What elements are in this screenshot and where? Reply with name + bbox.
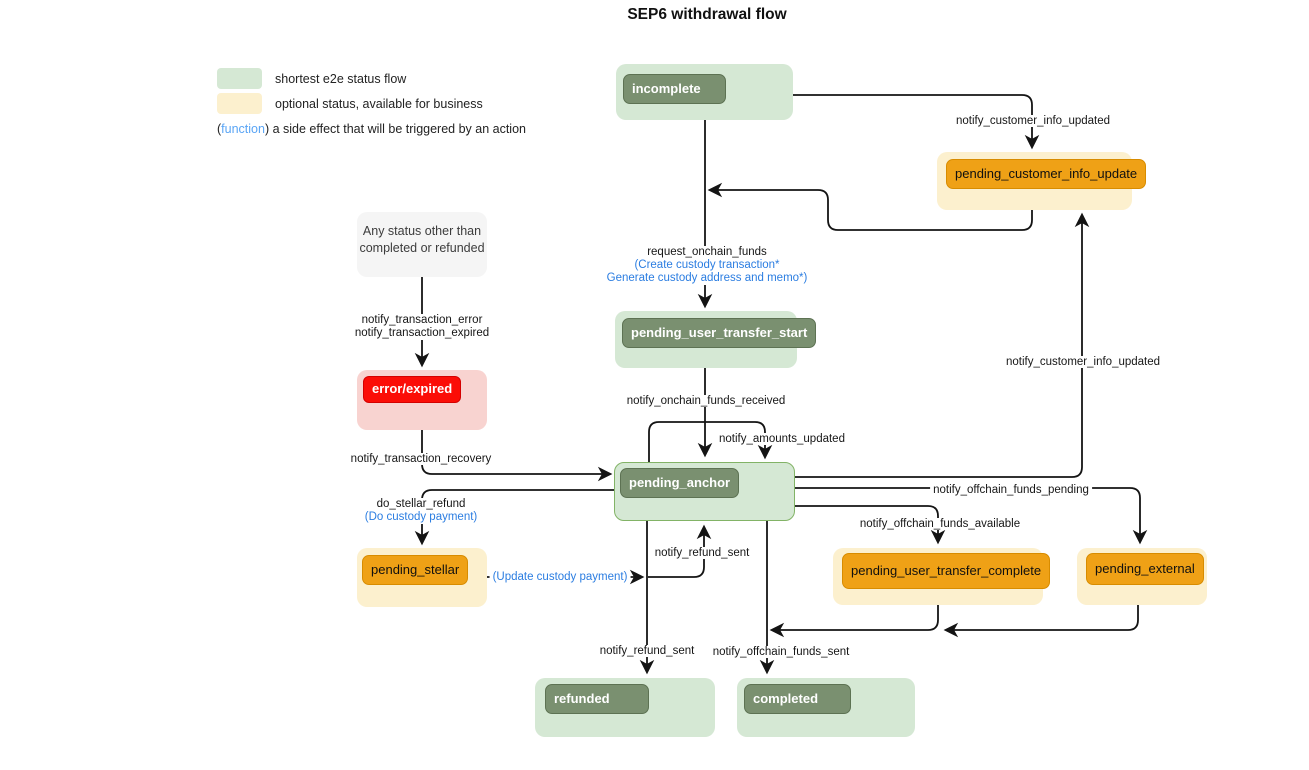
edge-notify-refund-sent-up <box>648 524 712 578</box>
node-pending-stellar: pending_stellar <box>357 548 487 607</box>
edge-notify-amounts-updated-selfloop <box>648 421 773 462</box>
edge-pending-anchor-to-putc <box>795 505 946 545</box>
node-incomplete: incomplete <box>616 64 793 120</box>
edge-label-request-onchain-funds: request_onchain_funds <box>603 246 811 259</box>
node-pending-customer-info-update-badge: pending_customer_info_update <box>946 159 1147 189</box>
edge-label-do-stellar-refund: do_stellar_refund <box>361 498 481 511</box>
any-status-note-text: Any status other than completed or refun… <box>357 223 487 257</box>
edge-label-notify-refund-sent-up: notify_refund_sent <box>651 547 753 559</box>
edge-label-request-onchain-funds-block: request_onchain_funds (Create custody tr… <box>603 246 811 285</box>
any-status-note-line2: completed or refunded <box>359 241 485 255</box>
node-error-expired-badge: error/expired <box>363 376 462 403</box>
node-any-status-note: Any status other than completed or refun… <box>357 212 487 277</box>
node-pending-external: pending_external <box>1077 548 1207 605</box>
edge-label-do-stellar-refund-block: do_stellar_refund (Do custody payment) <box>361 498 481 524</box>
node-incomplete-badge: incomplete <box>623 74 726 104</box>
node-pending-stellar-badge: pending_stellar <box>362 555 469 585</box>
edge-putc-to-completed-line <box>769 605 939 638</box>
edge-error-expired-to-pending-anchor <box>421 430 613 482</box>
node-pending-user-transfer-start: pending_user_transfer_start <box>615 311 817 368</box>
edge-label-notify-transaction-error: notify_transaction_error <box>351 314 493 327</box>
edge-label-notify-offchain-funds-available: notify_offchain_funds_available <box>856 518 1024 530</box>
node-refunded: refunded <box>535 678 715 737</box>
edge-pending-anchor-to-pending-external <box>795 487 1148 545</box>
node-pending-customer-info-update: pending_customer_info_update <box>937 152 1147 210</box>
node-error-expired: error/expired <box>357 370 487 430</box>
node-pending-user-transfer-complete-badge: pending_user_transfer_complete <box>842 553 1051 589</box>
edge-label-notify-transaction-expired: notify_transaction_expired <box>351 327 493 340</box>
edge-incomplete-to-pending-customer-info-update <box>793 94 1040 150</box>
legend-optional-label: optional status, available for business <box>275 97 483 111</box>
any-status-note-line1: Any status other than <box>362 224 482 238</box>
edge-label-generate-custody-address: Generate custody address and memo*) <box>603 272 811 285</box>
legend-function-word: function <box>221 122 265 136</box>
node-pending-user-transfer-start-badge: pending_user_transfer_start <box>622 318 817 348</box>
edge-label-notify-amounts-updated: notify_amounts_updated <box>716 433 848 445</box>
node-pending-user-transfer-complete: pending_user_transfer_complete <box>833 548 1051 605</box>
node-pending-anchor-badge: pending_anchor <box>620 468 740 498</box>
legend-shortest-label: shortest e2e status flow <box>275 72 407 86</box>
legend-function-label: (function) a side effect that will be tr… <box>217 122 526 136</box>
edge-label-notify-transaction-recovery: notify_transaction_recovery <box>347 453 495 465</box>
edge-label-notify-offchain-funds-pending: notify_offchain_funds_pending <box>930 484 1092 496</box>
edge-label-notify-customer-info-updated-right: notify_customer_info_updated <box>1002 356 1164 368</box>
legend-green-swatch <box>217 68 262 89</box>
edge-label-notify-offchain-funds-sent: notify_offchain_funds_sent <box>709 646 853 658</box>
edge-pending-external-to-completed-line <box>943 605 1139 638</box>
page-title: SEP6 withdrawal flow <box>627 6 787 23</box>
node-refunded-badge: refunded <box>545 684 649 714</box>
node-pending-anchor: pending_anchor <box>614 462 795 521</box>
node-completed: completed <box>737 678 915 737</box>
edge-pending-customer-info-update-return <box>707 182 1033 231</box>
edge-label-notify-customer-info-updated-top: notify_customer_info_updated <box>952 115 1114 127</box>
edge-label-update-custody-payment: (Update custody payment) <box>489 571 631 583</box>
legend-function-paren-close: ) <box>264 122 270 136</box>
node-pending-external-badge: pending_external <box>1086 553 1204 585</box>
edge-label-notify-refund-sent-down: notify_refund_sent <box>596 645 698 657</box>
edge-label-transaction-error-block: notify_transaction_error notify_transact… <box>351 314 493 340</box>
legend-function-desc: a side effect that will be triggered by … <box>269 122 526 136</box>
edge-label-notify-onchain-funds-received: notify_onchain_funds_received <box>623 395 789 407</box>
legend-yellow-swatch <box>217 93 262 114</box>
legend-function-paren-open: ( <box>217 122 222 136</box>
edge-label-do-custody-payment: (Do custody payment) <box>361 511 481 524</box>
edge-label-create-custody-transaction: (Create custody transaction* <box>603 259 811 272</box>
edge-pending-anchor-to-pcu-right <box>795 212 1090 478</box>
node-completed-badge: completed <box>744 684 851 714</box>
